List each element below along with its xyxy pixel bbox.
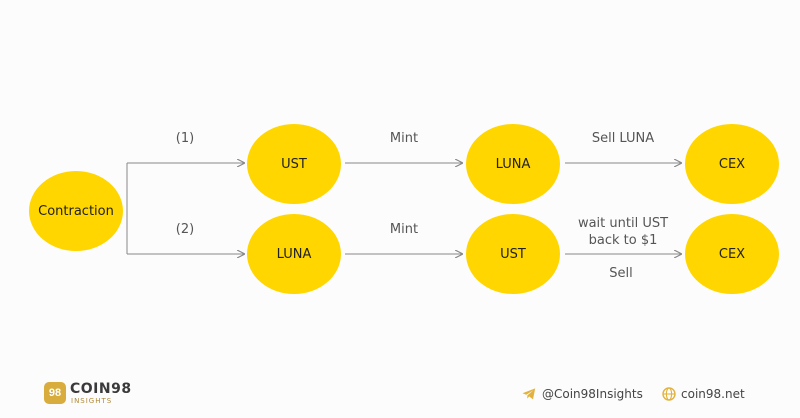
node-contraction-label: Contraction: [38, 203, 114, 219]
p1-node-2: LUNA: [466, 124, 560, 204]
p2-node-2: UST: [466, 214, 560, 294]
p2-node-3: CEX: [685, 214, 779, 294]
p1-edge-mint-label: Mint: [389, 131, 419, 146]
p1-edge-sell-label: Sell LUNA: [591, 131, 655, 146]
p1-node-1: UST: [247, 124, 341, 204]
p2-edge-wait-label: wait until UST back to $1: [577, 216, 669, 248]
p2-node-2-label: UST: [500, 246, 526, 262]
coin98-logo-icon: 98: [44, 382, 66, 404]
logo-mark: 98: [48, 387, 62, 399]
node-contraction: Contraction: [29, 171, 123, 251]
telegram-icon: [522, 388, 536, 400]
p2-node-3-label: CEX: [718, 246, 746, 262]
p1-node-3: CEX: [685, 124, 779, 204]
p1-node-3-label: CEX: [718, 156, 746, 172]
p1-node-2-label: LUNA: [495, 156, 531, 172]
path-1-label: (1): [175, 131, 195, 146]
brand-name: COIN98: [70, 381, 132, 397]
p2-node-1-label: LUNA: [276, 246, 312, 262]
p2-edge-sell-label: Sell: [609, 266, 633, 281]
p2-edge-mint-label: Mint: [389, 222, 419, 237]
p2-node-1: LUNA: [247, 214, 341, 294]
telegram-handle[interactable]: @Coin98Insights: [542, 387, 643, 401]
path-2-label: (2): [175, 222, 195, 237]
globe-icon: [662, 387, 676, 401]
brand-sub: INSIGHTS: [71, 397, 113, 405]
p1-node-1-label: UST: [281, 156, 307, 172]
website-link[interactable]: coin98.net: [681, 387, 745, 401]
